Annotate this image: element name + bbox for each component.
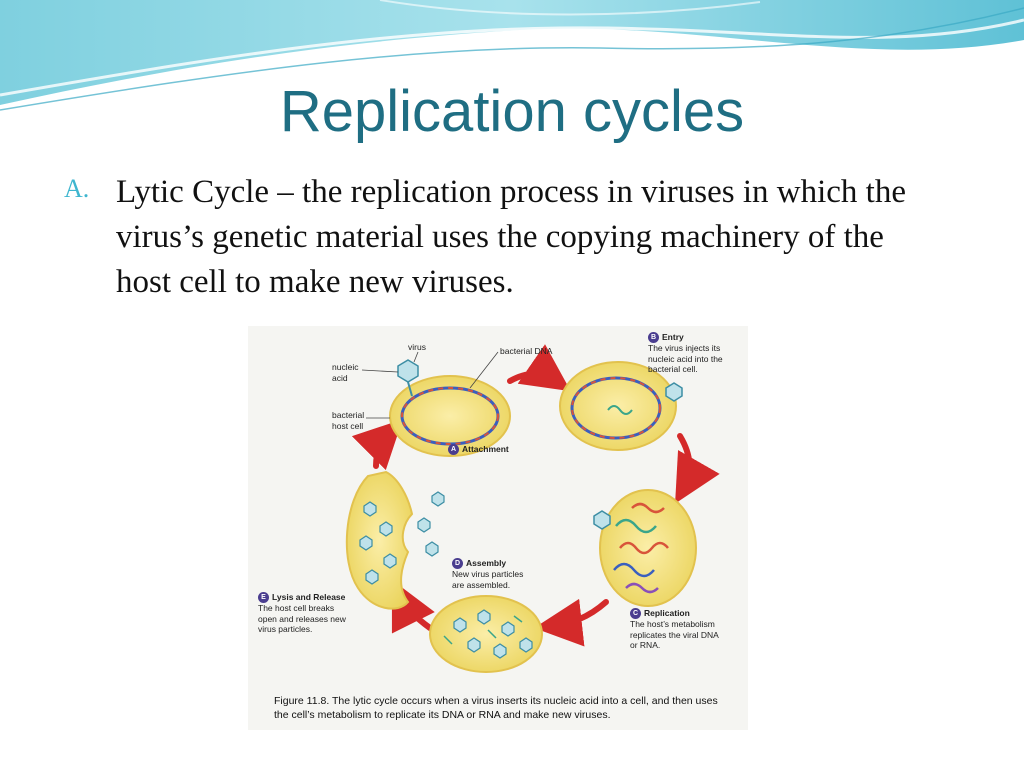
slide-title: Replication cycles <box>279 79 745 144</box>
arrow-a-to-b <box>507 344 571 392</box>
arrow-b-to-c <box>675 433 720 504</box>
step-name: Entry <box>662 332 684 342</box>
lytic-cycle-diagram <box>345 344 720 673</box>
step-badge: D <box>452 558 463 570</box>
assembly-cell <box>429 595 543 673</box>
step-description: The virus injects its nucleic acid into … <box>648 343 723 375</box>
virus-icon <box>593 510 611 530</box>
lysis-cell <box>345 470 445 610</box>
step-badge: E <box>258 592 269 604</box>
bullet-marker: A. <box>64 174 90 203</box>
step-name: Replication <box>644 608 690 618</box>
step-badge: C <box>630 608 641 620</box>
step-description: The host cell breaks open and releases n… <box>258 603 346 635</box>
header-wave-banner <box>0 0 1024 111</box>
figure-caption: Figure 11.8. The lytic cycle occurs when… <box>274 695 718 721</box>
leader-bacterial-dna <box>469 351 499 389</box>
label-bacterial-dna: bacterial DNA <box>500 346 553 356</box>
arrow-c-to-d <box>534 598 609 647</box>
arrow-e-to-a <box>351 419 403 471</box>
step-description: New virus particles are assembled. <box>452 569 524 590</box>
label-virus: virus <box>408 342 426 352</box>
label-bacterial-host-cell: bacterial host cell <box>332 410 365 431</box>
step-name: Assembly <box>466 558 507 568</box>
entry-cell <box>559 361 683 451</box>
leader-nucleic-acid <box>361 369 399 373</box>
virus-icon <box>665 382 683 402</box>
step-name: Lysis and Release <box>272 592 346 602</box>
virus-icon <box>397 359 419 397</box>
step-name: Attachment <box>462 444 509 454</box>
attachment-cell <box>389 359 511 457</box>
replication-cell <box>593 489 697 607</box>
bullet-text: Lytic Cycle – the replication process in… <box>116 174 906 300</box>
step-badge: B <box>648 332 659 344</box>
step-description: The host’s metabolism replicates the vir… <box>630 619 719 651</box>
step-badge: A <box>448 444 459 456</box>
leader-virus <box>413 351 419 363</box>
label-nucleic-acid: nucleic acid <box>332 362 359 383</box>
lytic-cycle-figure: virus bacterial DNA nucleic acid bacteri… <box>248 326 748 730</box>
